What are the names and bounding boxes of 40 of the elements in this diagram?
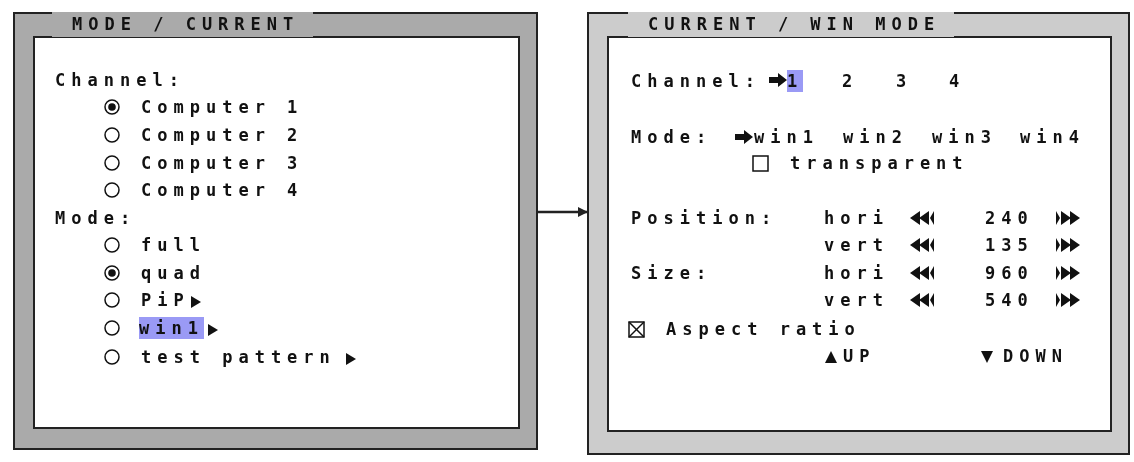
menu-item: 1 xyxy=(787,70,804,92)
menu-item: 960 xyxy=(985,262,1034,284)
menu-item: full xyxy=(141,234,206,256)
menu-item: hori xyxy=(824,262,889,284)
menu-item: transparent xyxy=(790,152,969,174)
menu-item: 135 xyxy=(985,234,1034,256)
menu-item: 2 xyxy=(842,70,859,92)
menu-item: 540 xyxy=(985,289,1034,311)
menu-item: Computer 1 xyxy=(141,96,304,118)
menu-heading: Mode: xyxy=(55,207,137,229)
menu-item: win4 xyxy=(1020,126,1085,148)
menu-item: hori xyxy=(824,207,889,229)
menu-heading: Channel: xyxy=(631,70,761,92)
menu-item: Computer 3 xyxy=(141,152,304,174)
menu-item: 4 xyxy=(949,70,966,92)
window-title: CURRENT / WIN MODE xyxy=(628,12,955,37)
menu-item: Aspect ratio xyxy=(666,318,861,340)
menu-heading: Channel: xyxy=(55,69,185,91)
menu-window xyxy=(587,12,1130,455)
window-title: MODE / CURRENT xyxy=(52,12,314,37)
menu-item: vert xyxy=(824,289,889,311)
menu-item: PiP xyxy=(141,289,190,311)
menu-item: win3 xyxy=(932,126,997,148)
menu-item: 240 xyxy=(985,207,1034,229)
menu-item: win1 xyxy=(139,317,204,339)
menu-item: vert xyxy=(824,234,889,256)
menu-item: DOWN xyxy=(1003,345,1068,367)
menu-item: Computer 4 xyxy=(141,179,304,201)
menu-item: UP xyxy=(843,345,876,367)
menu-heading: Position: xyxy=(631,207,778,229)
menu-window xyxy=(13,12,538,450)
menu-item: win1 xyxy=(754,126,819,148)
menu-item: Computer 2 xyxy=(141,124,304,146)
menu-heading: Size: xyxy=(631,262,713,284)
menu-heading: Mode: xyxy=(631,126,713,148)
menu-item: test pattern xyxy=(141,346,336,368)
menu-item: 3 xyxy=(896,70,913,92)
arrow xyxy=(538,207,588,217)
menu-item: quad xyxy=(141,262,206,284)
menu-item: win2 xyxy=(843,126,908,148)
